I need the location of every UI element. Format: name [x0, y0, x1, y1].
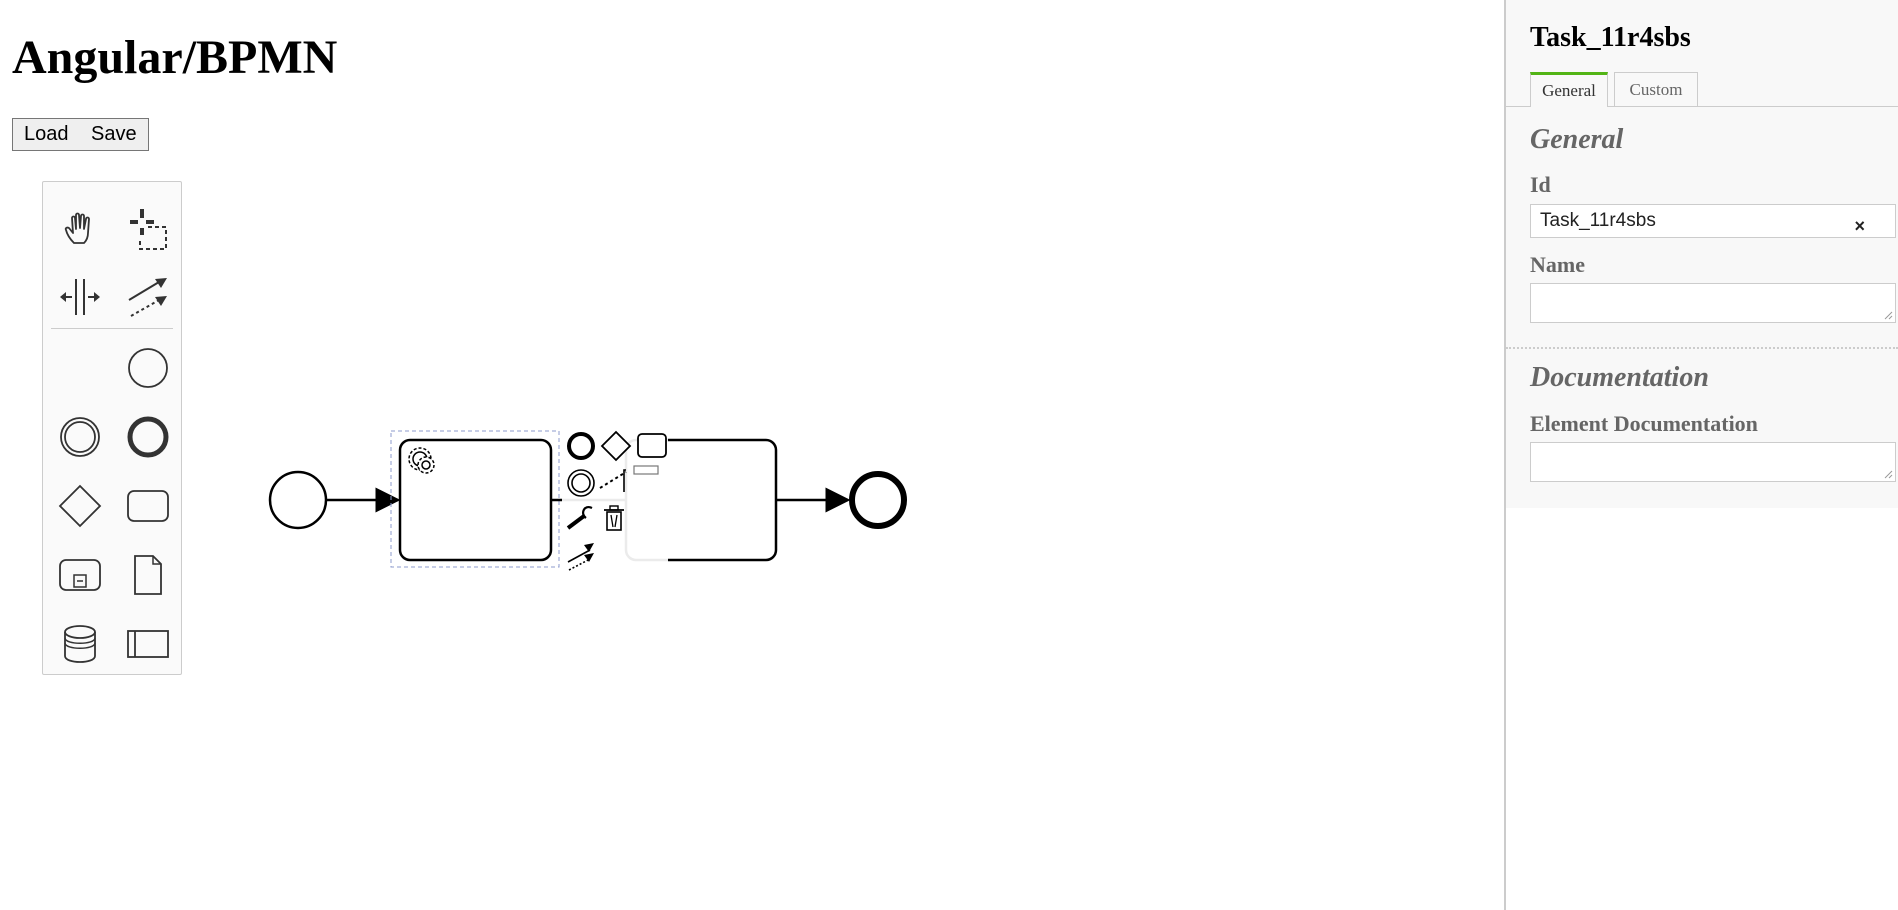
selection-outline — [390, 430, 560, 568]
group-divider — [1506, 347, 1898, 349]
lasso-tool[interactable] — [123, 204, 173, 254]
create-start-event[interactable] — [123, 343, 173, 393]
gear-icon — [408, 447, 435, 474]
group-title-general: General — [1530, 124, 1624, 155]
create-data-object[interactable] — [123, 550, 173, 600]
properties-panel: Task_11r4sbs General Custom General Id T… — [1504, 0, 1898, 910]
data-object-icon — [134, 555, 162, 595]
intermediate-event-icon — [60, 417, 100, 457]
hand-icon — [64, 212, 90, 244]
name-textarea[interactable] — [1530, 283, 1896, 323]
diagram-canvas[interactable] — [0, 0, 1500, 910]
resize-handle-icon[interactable] — [1884, 311, 1893, 320]
create-intermediate-event[interactable] — [55, 412, 105, 462]
space-tool[interactable] — [55, 272, 105, 322]
hand-tool[interactable] — [55, 204, 105, 254]
end-event-icon — [127, 416, 169, 458]
id-value: Task_11r4sbs — [1540, 210, 1656, 231]
service-task[interactable] — [398, 438, 553, 562]
tab-custom[interactable]: Custom — [1614, 72, 1698, 106]
group-title-documentation: Documentation — [1530, 362, 1709, 393]
create-gateway[interactable] — [55, 481, 105, 531]
element-title: Task_11r4sbs — [1530, 22, 1691, 53]
start-event-icon — [128, 348, 168, 388]
subprocess-icon — [59, 559, 101, 591]
create-data-store[interactable] — [55, 619, 105, 669]
connect-icon[interactable] — [567, 543, 594, 571]
properties-panel-body: Task_11r4sbs General Custom General Id T… — [1506, 0, 1898, 508]
append-gateway[interactable] — [600, 430, 632, 462]
create-task[interactable] — [123, 481, 173, 531]
resize-handle-icon[interactable] — [1884, 470, 1893, 479]
append-intermediate-event[interactable] — [567, 469, 595, 497]
save-button[interactable]: Save — [80, 118, 149, 151]
gateway-icon — [58, 484, 102, 528]
context-pad — [562, 424, 668, 571]
data-store-icon — [64, 625, 96, 663]
end-event[interactable] — [849, 471, 907, 529]
delete-trash-icon[interactable] — [604, 505, 624, 531]
element-documentation-textarea[interactable] — [1530, 442, 1896, 482]
space-icon — [60, 279, 100, 315]
append-text-annotation[interactable] — [599, 465, 659, 492]
append-end-event[interactable] — [567, 432, 595, 460]
start-event[interactable] — [268, 470, 328, 530]
create-pool[interactable] — [123, 619, 173, 669]
load-button[interactable]: Load — [12, 118, 81, 151]
name-label: Name — [1530, 252, 1585, 277]
global-connect-tool[interactable] — [123, 272, 173, 322]
append-task[interactable] — [637, 433, 667, 458]
tab-general[interactable]: General — [1530, 72, 1608, 107]
lasso-icon — [130, 209, 167, 250]
page-title: Angular/BPMN — [12, 31, 338, 84]
create-subprocess[interactable] — [55, 550, 105, 600]
pool-icon — [127, 630, 169, 658]
palette-separator — [51, 328, 173, 329]
connect-icon — [128, 278, 167, 317]
create-end-event[interactable] — [123, 412, 173, 462]
id-input[interactable]: Task_11r4sbs × — [1530, 204, 1896, 238]
element-documentation-label: Element Documentation — [1530, 411, 1758, 436]
properties-tabs: General Custom — [1506, 72, 1898, 107]
change-type[interactable] — [566, 506, 593, 530]
id-label: Id — [1530, 172, 1551, 197]
palette — [42, 181, 182, 675]
task-icon — [127, 490, 169, 522]
clear-id-button[interactable]: × — [1854, 216, 1865, 236]
